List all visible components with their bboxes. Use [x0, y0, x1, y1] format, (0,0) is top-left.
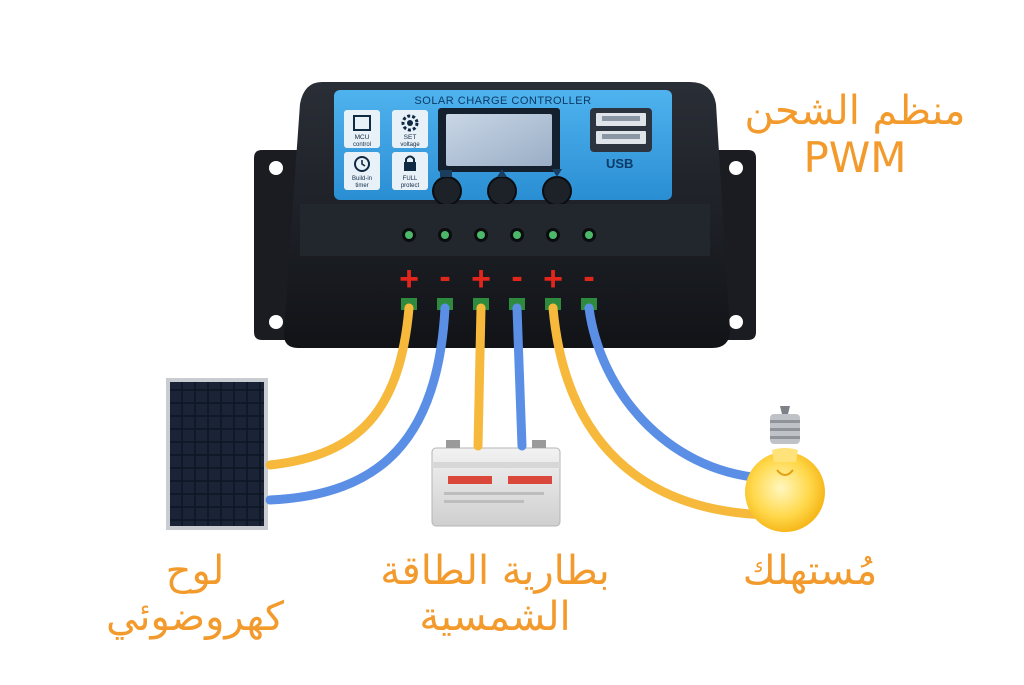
left-screw-hole: [269, 315, 283, 329]
down-arrow-icon: [552, 169, 562, 177]
up-arrow-icon: [497, 169, 507, 177]
polarity-mark: -: [511, 258, 522, 296]
battery-negative-wire: [512, 303, 527, 451]
svg-text:Build-in: Build-in: [352, 176, 372, 182]
battery-positive-wire: [473, 303, 486, 451]
terminal-rail: [300, 204, 710, 256]
right-screw-hole: [729, 161, 743, 175]
gear-icon: SET voltage: [392, 110, 428, 148]
battery-label: بطارية الطاقة الشمسية: [350, 548, 640, 640]
load-label: مُستهلك: [700, 548, 920, 594]
charge-controller: SOLAR CHARGE CONTROLLER MCU control SET …: [254, 82, 756, 348]
polarity-mark: +: [399, 260, 419, 298]
menu-button[interactable]: [432, 176, 462, 206]
polarity-mark: +: [543, 260, 563, 298]
solar-panel: [166, 378, 268, 530]
lcd-screen: [446, 114, 552, 166]
svg-text:timer: timer: [355, 183, 368, 189]
svg-text:protect: protect: [401, 183, 420, 189]
controller-label-line1: منظم الشحن: [744, 88, 966, 134]
load-negative-wire: [584, 303, 767, 483]
panel-positive-wire: [265, 303, 414, 470]
svg-text:voltage: voltage: [400, 142, 420, 148]
up-button[interactable]: [487, 176, 517, 206]
terminal-screws: [402, 228, 596, 242]
polarity-mark: -: [439, 258, 450, 296]
polarity-marks: + - + - + -: [399, 258, 595, 298]
right-screw-hole: [729, 315, 743, 329]
polarity-mark: -: [583, 258, 594, 296]
svg-text:SET: SET: [404, 134, 417, 141]
solar-panel-label: لوح كهروضوئي: [70, 548, 320, 640]
battery-label-line1: بطارية الطاقة: [380, 548, 610, 594]
load-positive-wire: [548, 303, 775, 520]
svg-text:MCU: MCU: [355, 134, 370, 141]
solar-panel-label-line1: لوح: [165, 548, 225, 594]
battery-label-line2: الشمسية: [419, 594, 571, 640]
controller-label-line2: PWM: [803, 133, 907, 182]
solar-panel-label-line2: كهروضوئي: [106, 594, 284, 640]
load-label-text: مُستهلك: [742, 548, 878, 594]
usb-ports: [590, 108, 652, 152]
usb-label: USB: [606, 156, 633, 171]
wires: [265, 303, 775, 520]
mcu-icon: MCU control: [344, 110, 380, 148]
polarity-mark: +: [471, 260, 491, 298]
svg-text:FULL: FULL: [403, 176, 418, 182]
svg-text:control: control: [353, 142, 371, 148]
light-bulb: [745, 406, 825, 532]
clock-icon: Build-in timer: [344, 152, 380, 190]
battery: [431, 440, 561, 527]
panel-negative-wire: [265, 303, 450, 505]
down-button[interactable]: [542, 176, 572, 206]
controller-label: منظم الشحن PWM: [735, 88, 975, 182]
menu-button-icon: [440, 170, 452, 177]
left-screw-hole: [269, 161, 283, 175]
panel-title: SOLAR CHARGE CONTROLLER: [414, 95, 591, 107]
lock-icon: FULL protect: [392, 152, 428, 190]
